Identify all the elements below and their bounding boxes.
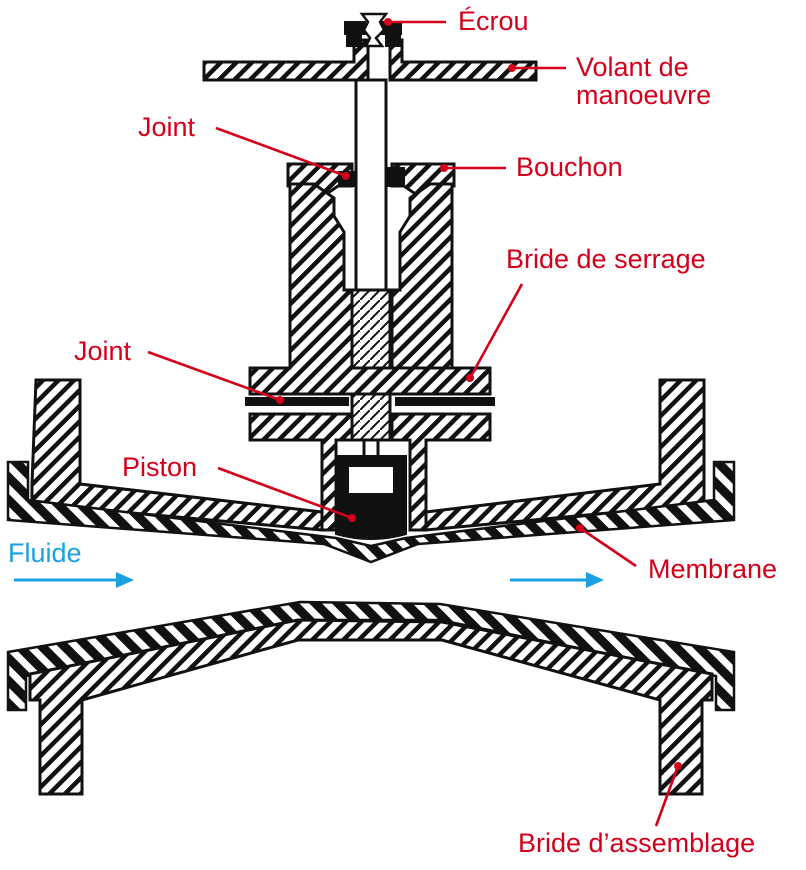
label-joint-mid: Joint [74, 336, 132, 366]
membrane-upper [6, 460, 736, 564]
label-bouchon: Bouchon [516, 152, 623, 182]
label-piston: Piston [122, 452, 197, 482]
label-volant-line1: Volant de [576, 52, 689, 82]
label-joint-top: Joint [138, 112, 196, 142]
piston [335, 455, 407, 540]
label-ecrou: Écrou [458, 6, 529, 36]
label-bride-serrage: Bride de serrage [506, 244, 706, 274]
bonnet-body [248, 182, 492, 396]
membrane-lower [6, 600, 736, 712]
lower-body [28, 618, 714, 796]
nut [344, 12, 402, 48]
flow-arrow-right [510, 572, 604, 588]
label-volant-line2: manoeuvre [576, 80, 711, 110]
label-membrane: Membrane [648, 554, 777, 584]
upper-body [30, 378, 706, 532]
flow-arrow-left [14, 572, 134, 588]
label-fluide: Fluide [8, 538, 82, 568]
leaders [147, 18, 682, 827]
stem [350, 78, 392, 488]
mid-gasket [245, 397, 495, 406]
label-bride-assemblage: Bride d’assemblage [518, 828, 755, 858]
